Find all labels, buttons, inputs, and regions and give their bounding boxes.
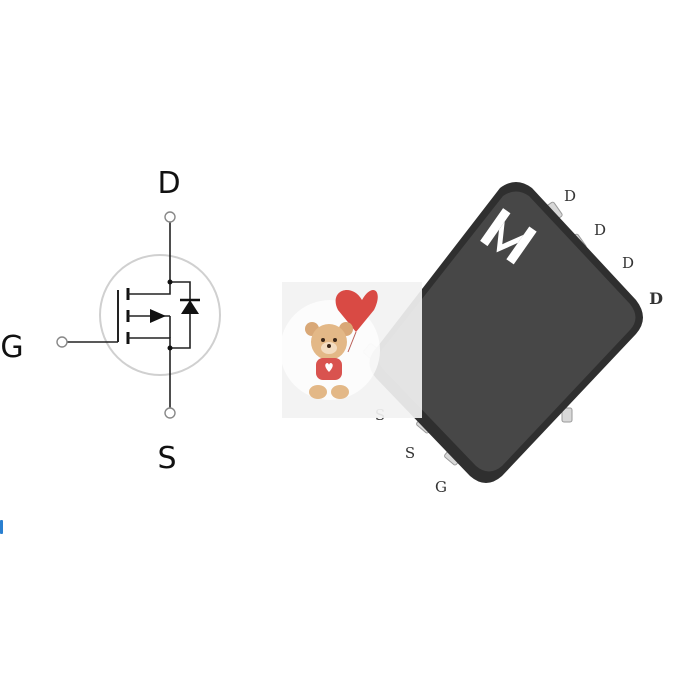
package-pin-label: S	[405, 444, 415, 462]
gate-label: G	[0, 330, 23, 365]
symbol-circle	[99, 254, 221, 376]
drain-connection	[128, 282, 171, 295]
package-top	[378, 191, 636, 472]
heart-balloon-icon	[335, 289, 378, 332]
edge-mark	[0, 520, 3, 534]
mosfet-schematic: D G S	[0, 166, 221, 476]
package-pin-label: D	[622, 254, 634, 272]
body-diode-icon	[181, 300, 199, 314]
sticker-overlay	[280, 282, 422, 418]
drain-junction-dot	[167, 279, 173, 285]
tab-pin	[561, 407, 573, 423]
source-label: S	[157, 441, 176, 476]
source-junction-dot	[167, 345, 173, 351]
source-connection	[128, 337, 171, 348]
package-pin-label: D	[564, 187, 576, 205]
balloon-string	[347, 331, 357, 353]
source-terminal	[164, 407, 176, 419]
body-arrow-icon	[150, 309, 166, 323]
package-pin-label: D	[594, 221, 606, 239]
teddy-bear-icon	[305, 322, 353, 399]
package-pin-label: G	[435, 478, 447, 496]
package-pin-label: D	[649, 289, 663, 308]
gate-terminal	[56, 336, 68, 348]
drain-terminal	[164, 211, 176, 223]
diode-connection	[170, 281, 191, 349]
drain-label: D	[157, 166, 180, 201]
manufacturer-logo-icon	[480, 208, 537, 265]
